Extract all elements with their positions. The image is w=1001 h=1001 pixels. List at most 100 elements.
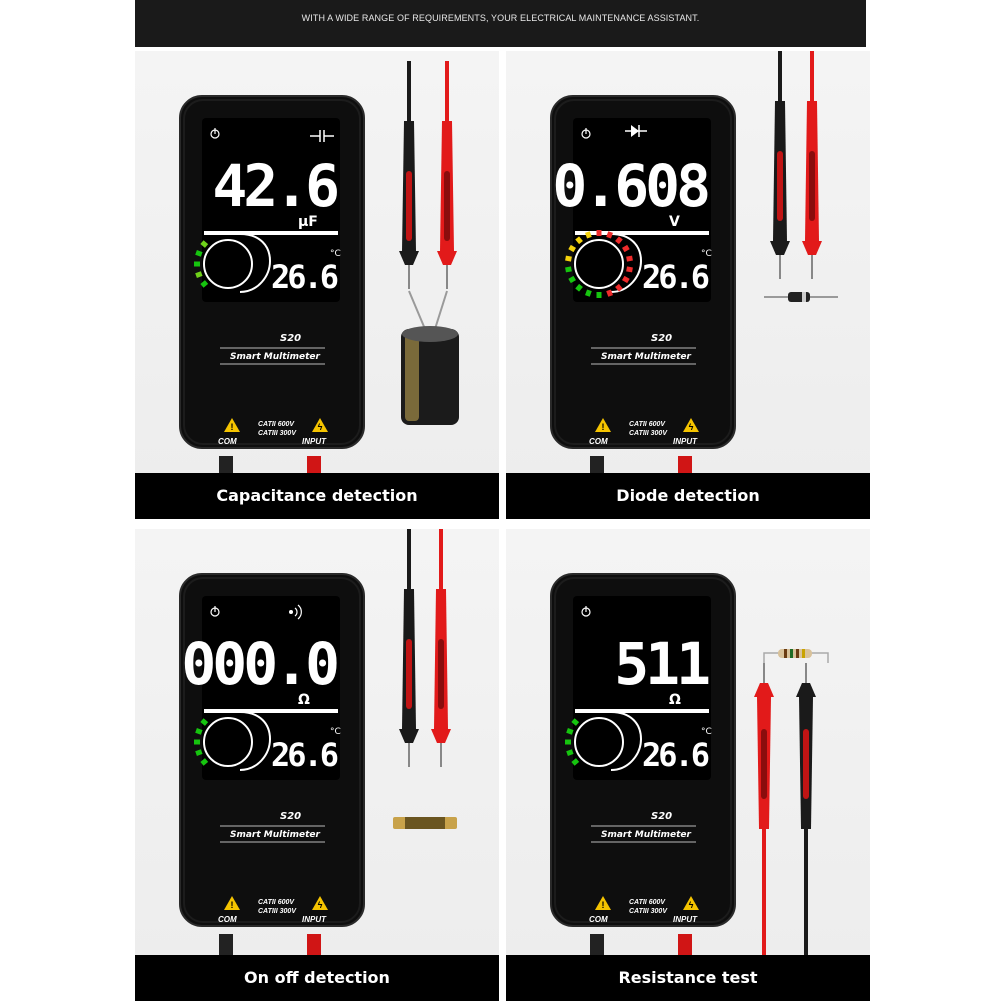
probe-grip	[444, 171, 450, 241]
warning-mark: !	[231, 422, 234, 432]
gauge-segment	[565, 266, 572, 273]
probe-guard	[802, 241, 822, 255]
gauge-segment	[566, 749, 574, 756]
body-bezel	[554, 99, 732, 445]
gauge-ring	[203, 717, 253, 767]
main-reading: 0.608	[552, 152, 708, 220]
probe-grip	[438, 639, 444, 709]
com-jack-cable	[219, 934, 233, 957]
gauge-segment	[195, 728, 203, 735]
body-bezel	[183, 577, 361, 923]
gauge-ring	[203, 239, 253, 289]
probe-cable	[810, 51, 814, 103]
brand-label: Smart Multimeter	[601, 830, 692, 840]
main-reading: 511	[614, 630, 709, 698]
main-reading: 42.6	[212, 152, 337, 220]
resistor-band	[790, 649, 793, 658]
panel-caption: Capacitance detection	[135, 473, 499, 519]
input-label: INPUT	[673, 915, 698, 924]
com-label: COM	[589, 915, 608, 924]
screen-divider	[575, 711, 709, 771]
warning-icon	[595, 896, 611, 910]
gauge-segment	[568, 275, 577, 284]
cat-rating-1: CATII 600V	[258, 899, 295, 906]
high-voltage-mark: ϟ	[318, 422, 323, 432]
resistor	[778, 649, 812, 658]
warning-icon	[224, 896, 240, 910]
continuity-icon	[289, 604, 302, 620]
capacitor-stripe	[405, 333, 419, 421]
fuse-glass	[405, 817, 445, 829]
temperature-unit: °C	[330, 727, 341, 737]
probe-grip	[761, 729, 767, 799]
probe-tip	[440, 743, 442, 767]
probe-cable	[439, 529, 443, 591]
input-jack-cable	[678, 934, 692, 957]
cat-rating-1: CATII 600V	[629, 899, 666, 906]
temperature-unit: °C	[330, 249, 341, 259]
model-label: S20	[651, 333, 672, 344]
probe-guard	[770, 241, 790, 255]
com-label: COM	[589, 437, 608, 446]
input-jack-cable	[307, 934, 321, 957]
lcd-screen	[202, 596, 340, 780]
temperature-reading: 26.6	[642, 736, 709, 774]
probe-tip	[408, 743, 410, 767]
black-probe	[399, 529, 419, 767]
reading-unit: Ω	[669, 692, 681, 708]
probe-grip	[406, 171, 412, 241]
gauge-segment	[606, 231, 613, 239]
panel-caption: Resistance test	[506, 955, 870, 1001]
com-label: COM	[218, 915, 237, 924]
temperature-reading: 26.6	[271, 736, 338, 774]
gauge-segment	[195, 749, 203, 756]
brand-label: Smart Multimeter	[230, 830, 321, 840]
probe-tip	[779, 255, 781, 279]
high-voltage-mark: ϟ	[318, 900, 323, 910]
probe-guard	[399, 729, 419, 743]
probe-tip	[408, 265, 410, 289]
probe-cable	[778, 51, 782, 103]
probe-guard	[399, 251, 419, 265]
temperature-unit: °C	[701, 249, 712, 259]
lcd-screen	[202, 118, 340, 302]
com-label: COM	[218, 437, 237, 446]
cat-rating-2: CATIII 300V	[629, 908, 668, 915]
probe-tip	[805, 663, 807, 683]
temperature-reading: 26.6	[271, 258, 338, 296]
probe-cable	[407, 61, 411, 123]
gauge-segment	[615, 283, 623, 292]
gauge-segment	[571, 718, 580, 726]
black-probe	[770, 51, 790, 279]
probe-cable	[445, 61, 449, 123]
main-reading: 000.0	[181, 630, 337, 698]
gauge-segment	[200, 240, 209, 248]
capacitor-icon	[310, 130, 334, 142]
probe-cable	[407, 529, 411, 591]
red-probe	[431, 529, 451, 767]
gauge-segment	[585, 289, 592, 297]
high-voltage-icon	[312, 418, 328, 432]
probe-guard	[437, 251, 457, 265]
warning-mark: !	[602, 900, 605, 910]
header-text: WITH A WIDE RANGE OF REQUIREMENTS, YOUR …	[301, 13, 700, 23]
red-probe	[802, 51, 822, 279]
high-voltage-icon	[312, 896, 328, 910]
resistor-band	[802, 649, 805, 658]
warning-mark: !	[602, 422, 605, 432]
gauge-segment	[195, 250, 203, 257]
gauge-segment	[585, 231, 592, 239]
high-voltage-mark: ϟ	[689, 900, 694, 910]
gauge-segment	[566, 728, 574, 735]
gauge-segment	[606, 289, 613, 297]
gauge-segment	[575, 236, 583, 245]
com-jack-cable	[590, 934, 604, 957]
probe-grip	[809, 151, 815, 221]
gauge-segment	[200, 280, 209, 288]
temperature-unit: °C	[701, 727, 712, 737]
lcd-screen	[573, 596, 711, 780]
panel-caption: On off detection	[135, 955, 499, 1001]
